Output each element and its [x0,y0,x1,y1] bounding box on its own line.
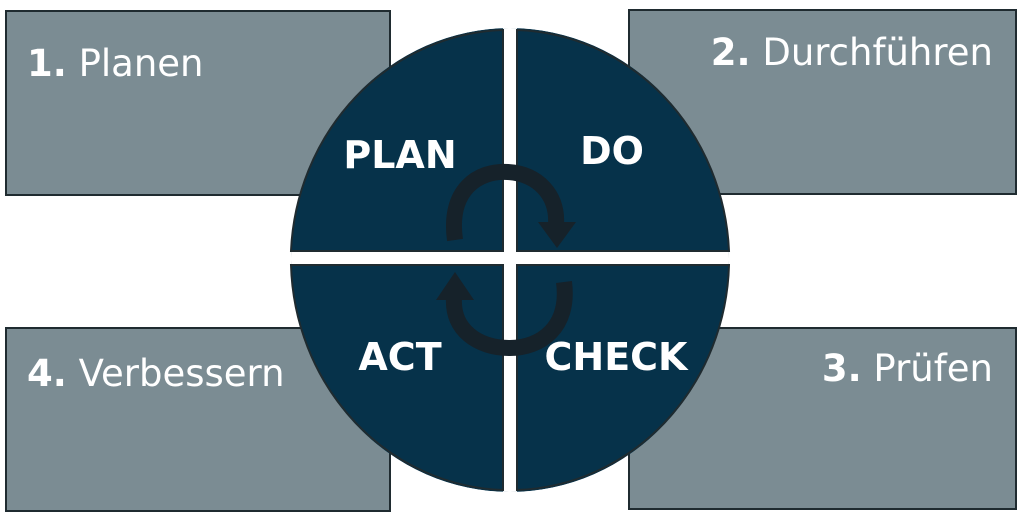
step-label: Verbessern [78,352,285,395]
arrow-top-arc [445,163,565,242]
step-label: Durchführen [762,31,993,74]
horizontal-divider [291,251,729,265]
step-label: Planen [78,42,204,85]
quadrant-label-check: CHECK [545,335,690,379]
step-number: 2. [710,31,751,74]
step-number: 4. [27,352,67,395]
step-box-planen: 1. Planen [5,10,391,196]
quadrant-label-do: DO [580,129,644,173]
quadrant-do [516,28,731,252]
arrow-bottom-arc [445,280,573,357]
step-title-pruefen: 3. Prüfen [822,350,993,387]
quadrant-label-plan: PLAN [343,133,456,177]
step-label: Prüfen [873,347,993,390]
step-title-planen: 1. Planen [27,45,204,82]
arrow-head-down [538,222,576,248]
step-number: 3. [821,347,862,390]
step-box-pruefen: 3. Prüfen [628,327,1017,510]
step-title-durchfuehren: 2. Durchführen [711,34,993,71]
quadrant-check [516,264,731,492]
step-number: 1. [27,42,67,85]
arrow-head-up [436,272,474,300]
quadrant-label-act: ACT [358,335,441,379]
step-title-verbessern: 4. Verbessern [27,355,285,392]
quadrant-act [289,264,504,492]
quadrant-plan [289,28,504,252]
cycle-arrows-icon [436,163,576,357]
